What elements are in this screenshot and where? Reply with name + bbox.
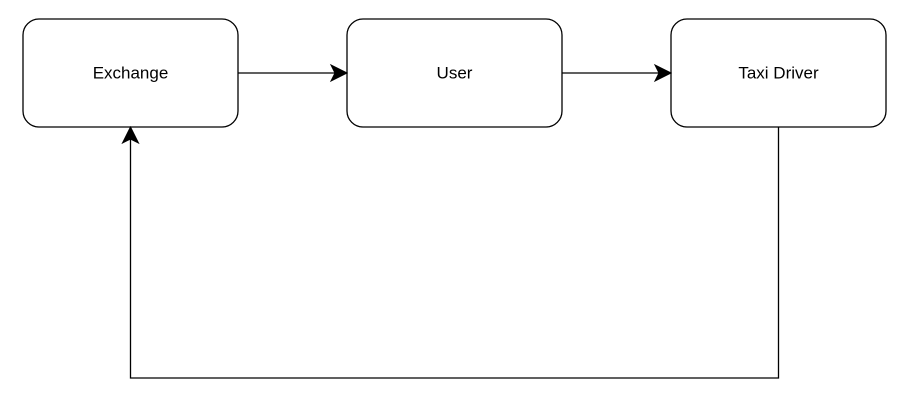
node-user[interactable]: User bbox=[346, 18, 563, 128]
edge-user-to-taxi-driver[interactable] bbox=[562, 63, 673, 83]
node-exchange-label: Exchange bbox=[93, 64, 169, 83]
edge-exchange-to-user[interactable] bbox=[238, 63, 349, 83]
node-taxi-driver-label: Taxi Driver bbox=[738, 64, 819, 83]
edge-user-to-taxi-driver-arrowhead bbox=[653, 63, 673, 83]
edge-exchange-to-user-arrowhead bbox=[329, 63, 349, 83]
node-exchange[interactable]: Exchange bbox=[22, 18, 239, 128]
edge-taxi-driver-to-exchange[interactable] bbox=[121, 125, 780, 379]
edge-taxi-driver-to-exchange-line bbox=[129, 127, 780, 379]
node-taxi-driver[interactable]: Taxi Driver bbox=[670, 18, 887, 128]
edge-taxi-driver-to-exchange-arrowhead bbox=[121, 125, 140, 145]
node-user-label: User bbox=[437, 64, 473, 83]
